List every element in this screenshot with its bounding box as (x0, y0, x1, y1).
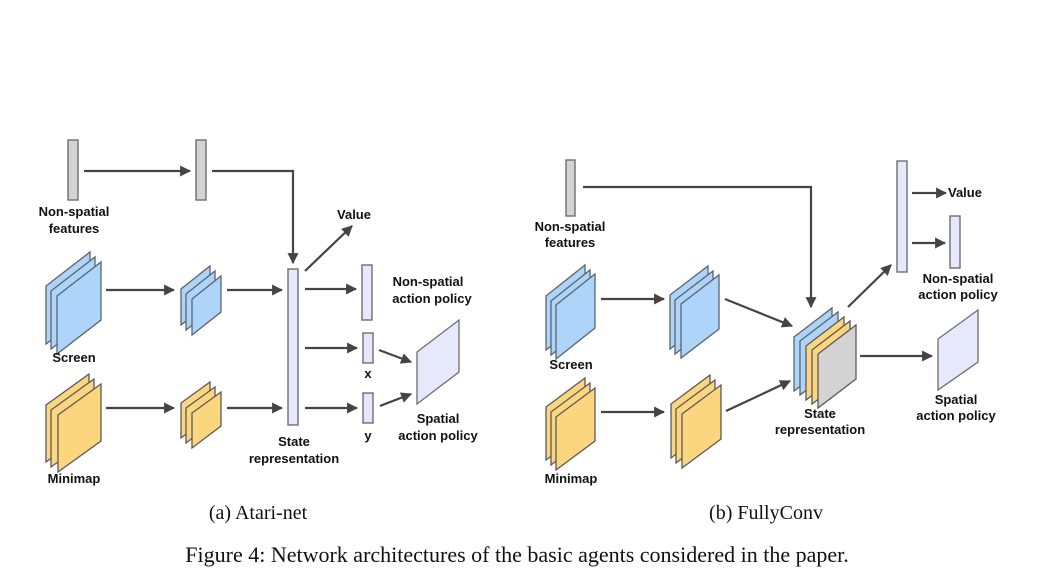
label-nonspatial-policy-1: Non-spatial (923, 271, 994, 286)
label-spatial-policy-1: Spatial (417, 411, 460, 426)
nonspatial-policy-bar (949, 215, 961, 269)
label-nonspatial-policy-2: action policy (918, 287, 998, 302)
arrow-conv-screen-to-state (724, 297, 794, 328)
label-state-2: representation (249, 451, 339, 466)
state-representation-bar (287, 268, 299, 426)
minimap-conv-stack (670, 373, 722, 470)
spatial-policy-plane (937, 308, 979, 392)
label-spatial-policy-2: action policy (398, 428, 478, 443)
label-x: x (364, 366, 372, 381)
label-minimap: Minimap (48, 471, 101, 486)
non-spatial-input-bar (67, 139, 79, 201)
arrow-y-to-spatial (379, 392, 413, 408)
label-value: Value (948, 185, 982, 200)
arrow-fc-to-state (212, 169, 299, 265)
label-non-spatial-features-1: Non-spatial (39, 204, 110, 219)
panel-b-fullyconv: Non-spatial features Screen Minimap (535, 159, 998, 524)
arrow-nonspatial-to-state (583, 185, 817, 309)
non-spatial-fc-bar (195, 139, 207, 201)
label-screen: Screen (549, 357, 592, 372)
non-spatial-input-bar (565, 159, 576, 217)
screen-conv-stack (180, 264, 222, 337)
label-minimap: Minimap (545, 471, 598, 486)
label-screen: Screen (52, 350, 95, 365)
arrow-state-to-fc (847, 264, 892, 308)
screen-input-stack (545, 263, 596, 361)
label-y: y (364, 428, 372, 443)
nonspatial-policy-bar (361, 264, 373, 321)
minimap-input-stack (545, 376, 596, 472)
label-state-1: State (278, 434, 310, 449)
subcaption-a: (a) Atari-net (209, 502, 308, 524)
panel-a-atari-net: Non-spatial features Screen Minimap (39, 139, 478, 524)
label-non-spatial-features-2: features (49, 221, 100, 236)
minimap-input-stack (45, 372, 102, 474)
screen-conv-stack (669, 264, 720, 360)
label-non-spatial-features-2: features (545, 235, 596, 250)
label-spatial-policy-1: Spatial (935, 392, 978, 407)
y-coordinate-bar (362, 392, 374, 424)
arrow-state-to-value (304, 225, 353, 272)
label-nonspatial-policy-1: Non-spatial (393, 274, 464, 289)
arrow-x-to-spatial (378, 348, 413, 364)
figure-caption: Figure 4: Network architectures of the b… (185, 542, 848, 567)
label-nonspatial-policy-2: action policy (392, 291, 472, 306)
spatial-policy-plane (416, 318, 460, 406)
subcaption-b: (b) FullyConv (709, 502, 823, 524)
label-spatial-policy-2: action policy (916, 408, 996, 423)
label-non-spatial-features-1: Non-spatial (535, 219, 606, 234)
arrow-conv-minimap-to-state (725, 380, 791, 412)
fc-bar (896, 160, 908, 273)
state-representation-stack (793, 306, 857, 410)
screen-input-stack (45, 250, 102, 356)
x-coordinate-bar (362, 332, 374, 364)
label-value: Value (337, 207, 371, 222)
label-state-2: representation (775, 422, 865, 437)
minimap-conv-stack (180, 380, 222, 450)
label-state-1: State (804, 406, 836, 421)
